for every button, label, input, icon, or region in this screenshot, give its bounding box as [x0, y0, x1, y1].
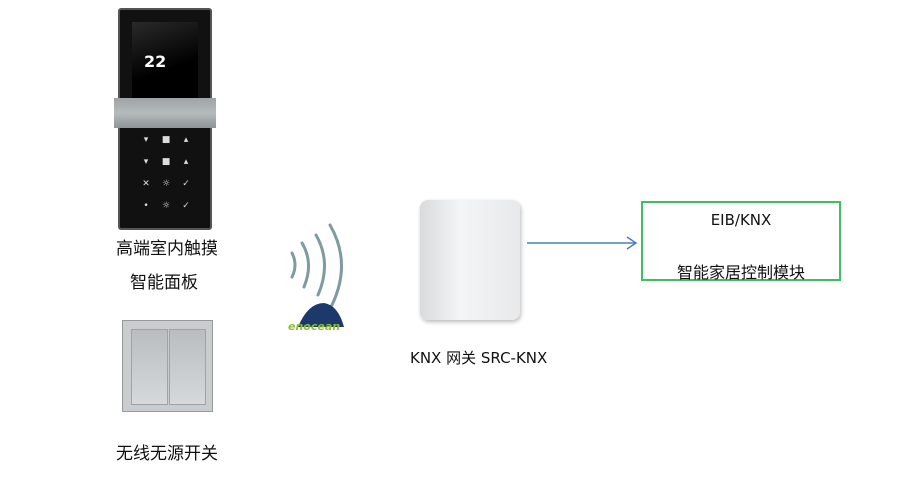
panel-label-line1: 高端室内触摸 [116, 239, 218, 259]
arrow [527, 236, 638, 250]
wireless-switch-image [122, 320, 213, 412]
touch-panel-image: 22 ▾■▴▾■▴✕☼✓•☼✓ [114, 8, 216, 230]
knx-gateway-image [420, 200, 520, 320]
module-line1: EIB/KNX [710, 211, 772, 229]
panel-keys: ▾■▴▾■▴✕☼✓•☼✓ [142, 135, 190, 211]
panel-screen: 22 [132, 22, 198, 100]
wireless-waves-icon [290, 223, 344, 327]
panel-label-line2: 智能面板 [130, 273, 198, 293]
enocean-logo-icon [298, 303, 344, 327]
control-module-box: EIB/KNX 智能家居控制模块 [641, 201, 841, 282]
enocean-logo-text: enocean [288, 320, 341, 333]
switch-label: 无线无源开关 [116, 444, 218, 464]
module-line2: 智能家居控制模块 [676, 263, 805, 282]
gateway-label: KNX 网关 SRC-KNX [410, 349, 548, 367]
panel-temperature: 22 [144, 52, 167, 71]
panel-band [114, 98, 216, 128]
